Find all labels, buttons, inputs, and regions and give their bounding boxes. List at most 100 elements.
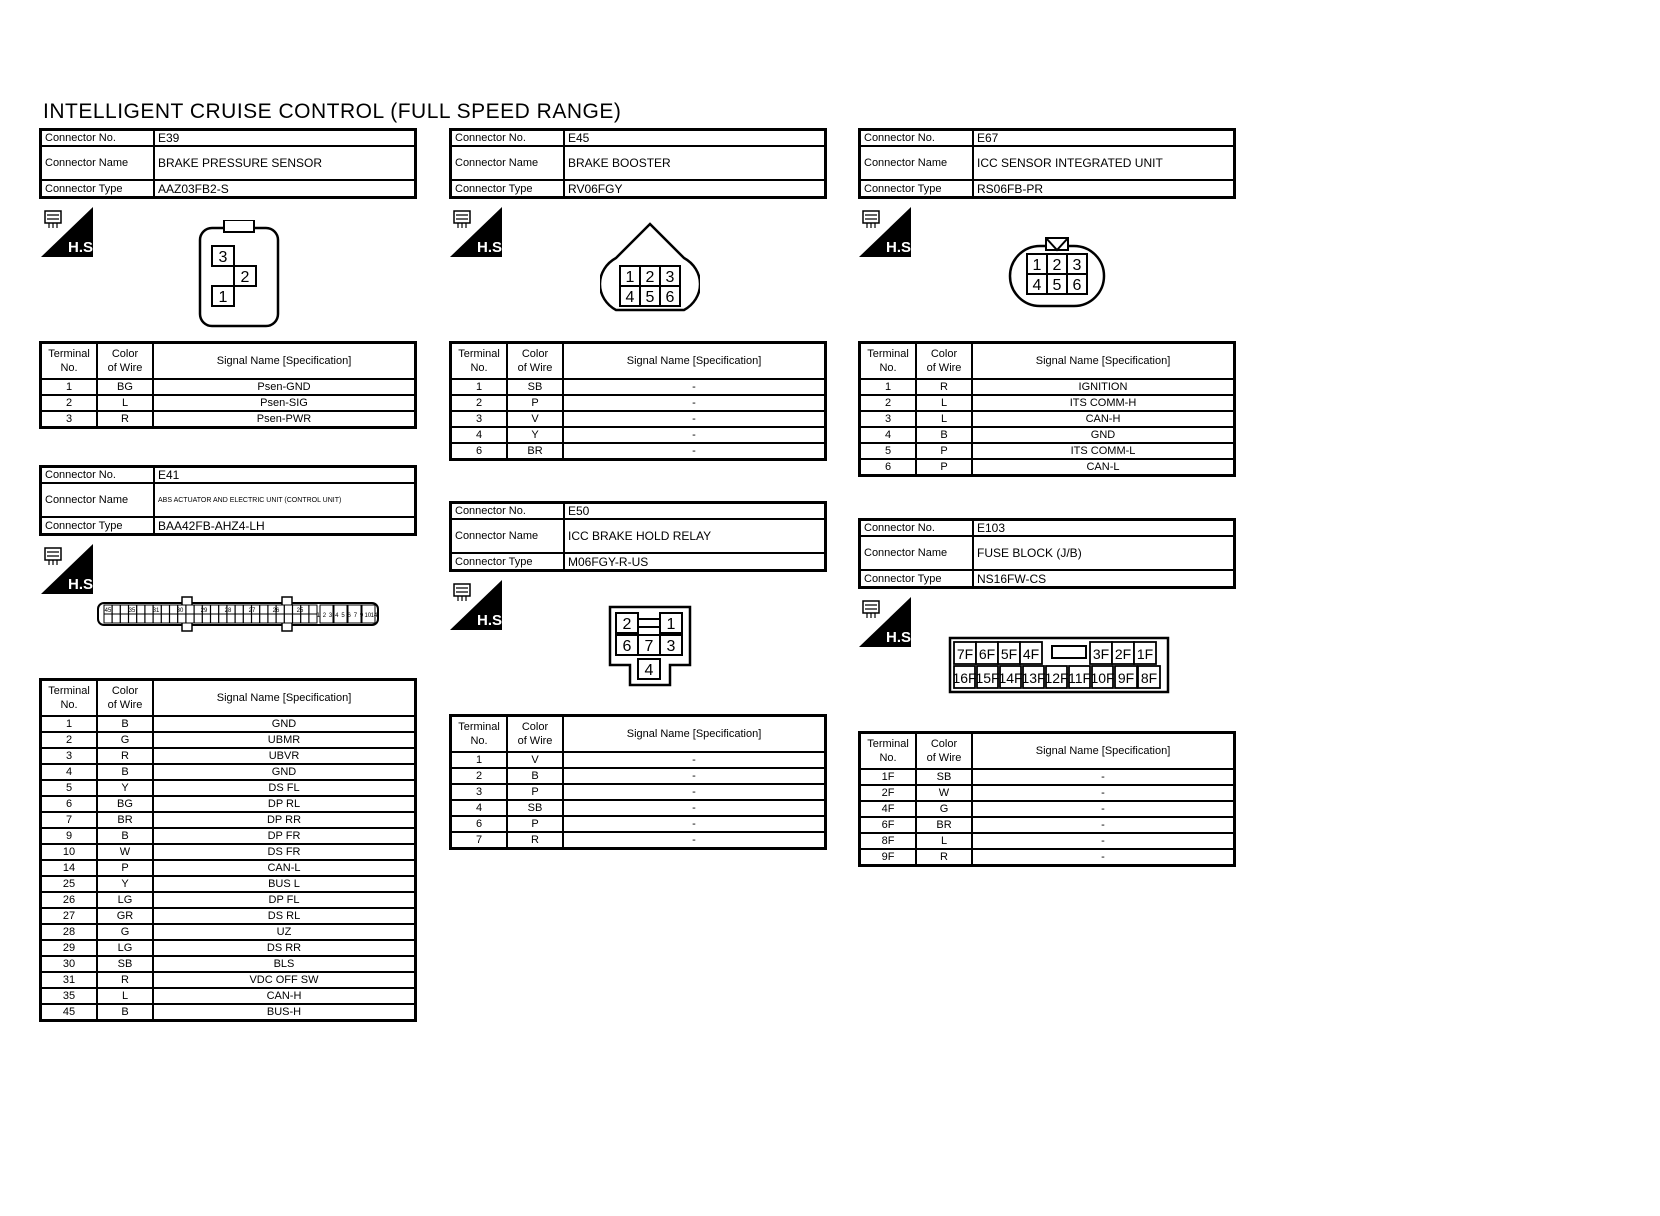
connector-no-label: Connector No. <box>452 504 565 518</box>
wire-color-cell: L <box>96 394 154 412</box>
hs-harness-side-icon: H.S. <box>41 207 93 257</box>
signal-name-cell: - <box>971 784 1236 802</box>
wire-color-header-text: Color <box>930 348 958 360</box>
signal-name-header: Signal Name [Specification] <box>562 714 827 753</box>
wire-color-cell: L <box>915 832 973 850</box>
wire-color-cell: P <box>506 815 564 833</box>
connector-face-e50: 2 1 6 7 3 4 <box>608 605 692 687</box>
pin-cell <box>1133 641 1157 665</box>
wire-color-cell: SB <box>506 799 564 817</box>
signal-name-cell: - <box>562 394 827 412</box>
pin-label: 2 <box>241 269 250 286</box>
terminal-no-header-text: No. <box>60 362 78 374</box>
wire-color-cell: V <box>506 751 564 769</box>
wire-color-cell: R <box>96 971 154 989</box>
pin-label: 4 <box>335 613 339 619</box>
hs-harness-side-icon: H.S. <box>450 580 502 630</box>
pin-label: 30 <box>177 608 184 614</box>
pin-label: 6 <box>348 613 352 619</box>
terminal-no-cell: 3 <box>449 783 508 801</box>
pin-cell <box>347 604 362 624</box>
terminal-no-cell: 8F <box>858 832 917 850</box>
pin-label: 9F <box>1118 670 1134 686</box>
connector-name-value: FUSE BLOCK (J/B) <box>977 546 1082 560</box>
terminal-no-cell: 9F <box>858 848 917 867</box>
pin-cell <box>267 613 277 624</box>
pin-label: 3F <box>1093 646 1109 662</box>
terminal-no-cell: 28 <box>39 923 98 941</box>
hs-label: H.S. <box>886 629 911 646</box>
connector-name-value: BRAKE PRESSURE SENSOR <box>158 156 323 170</box>
pin-cell <box>218 613 228 624</box>
pin-cell <box>111 604 121 615</box>
wire-color-cell: L <box>96 987 154 1005</box>
terminal-no-cell: 3 <box>858 410 917 428</box>
pin-cell <box>136 613 146 624</box>
connector-type-label: Connector Type <box>42 518 155 533</box>
hs-harness-side-icon: H.S. <box>859 597 911 647</box>
signal-name-cell: Psen-SIG <box>152 394 417 412</box>
wire-color-cell: R <box>915 378 973 396</box>
pin-cell <box>1068 665 1091 689</box>
wire-color-cell: P <box>915 442 973 460</box>
wire-color-header-text: Color <box>111 685 139 697</box>
signal-name-cell: - <box>971 832 1236 850</box>
terminal-no-cell: 14 <box>39 859 98 877</box>
wire-color-cell: SB <box>506 378 564 396</box>
signal-name-cell: - <box>562 751 827 769</box>
terminal-no-cell: 6 <box>449 442 508 461</box>
wire-color-cell: P <box>96 859 154 877</box>
signal-name-cell: BUS-H <box>152 1003 417 1022</box>
pin-label: 6 <box>623 638 632 655</box>
signal-name-cell: DP FL <box>152 891 417 909</box>
connector-no-label: Connector No. <box>42 131 155 145</box>
signal-name-header-text: Signal Name [Specification] <box>216 355 352 367</box>
pin-label: 16F <box>952 670 976 686</box>
terminal-no-cell: 2F <box>858 784 917 802</box>
wire-color-cell: Y <box>96 875 154 893</box>
pin-cell <box>128 613 138 624</box>
signal-name-cell: - <box>562 767 827 785</box>
pin-cell <box>1091 665 1114 689</box>
pin-cell <box>210 604 220 615</box>
pin-cell <box>999 665 1022 689</box>
connector-face-e45: 1 2 3 4 5 6 <box>600 222 700 312</box>
connector-type-label: Connector Type <box>452 181 565 196</box>
pin-label: 25 <box>297 608 304 614</box>
connector-name-label: Connector Name <box>42 484 155 516</box>
terminal-no-header-text: Terminal <box>48 685 90 697</box>
signal-name-cell: UZ <box>152 923 417 941</box>
pin-label: 7 <box>645 638 654 655</box>
pin-label: 45 <box>105 608 112 614</box>
terminal-no-cell: 1 <box>39 378 98 396</box>
wire-color-cell: W <box>96 843 154 861</box>
signal-name-cell: - <box>562 815 827 833</box>
wire-color-cell: SB <box>96 955 154 973</box>
pin-cell <box>119 604 129 615</box>
pin-cell <box>152 613 162 624</box>
pin-label: 28 <box>225 608 232 614</box>
signal-name-cell: Psen-PWR <box>152 410 417 429</box>
wire-color-cell: SB <box>915 768 973 786</box>
terminal-no-cell: 5 <box>858 442 917 460</box>
wire-color-cell: V <box>506 410 564 428</box>
wire-color-cell: LG <box>96 891 154 909</box>
pin-cell <box>1137 665 1161 689</box>
signal-name-cell: - <box>562 378 827 396</box>
hs-harness-side-icon: H.S. <box>859 207 911 257</box>
